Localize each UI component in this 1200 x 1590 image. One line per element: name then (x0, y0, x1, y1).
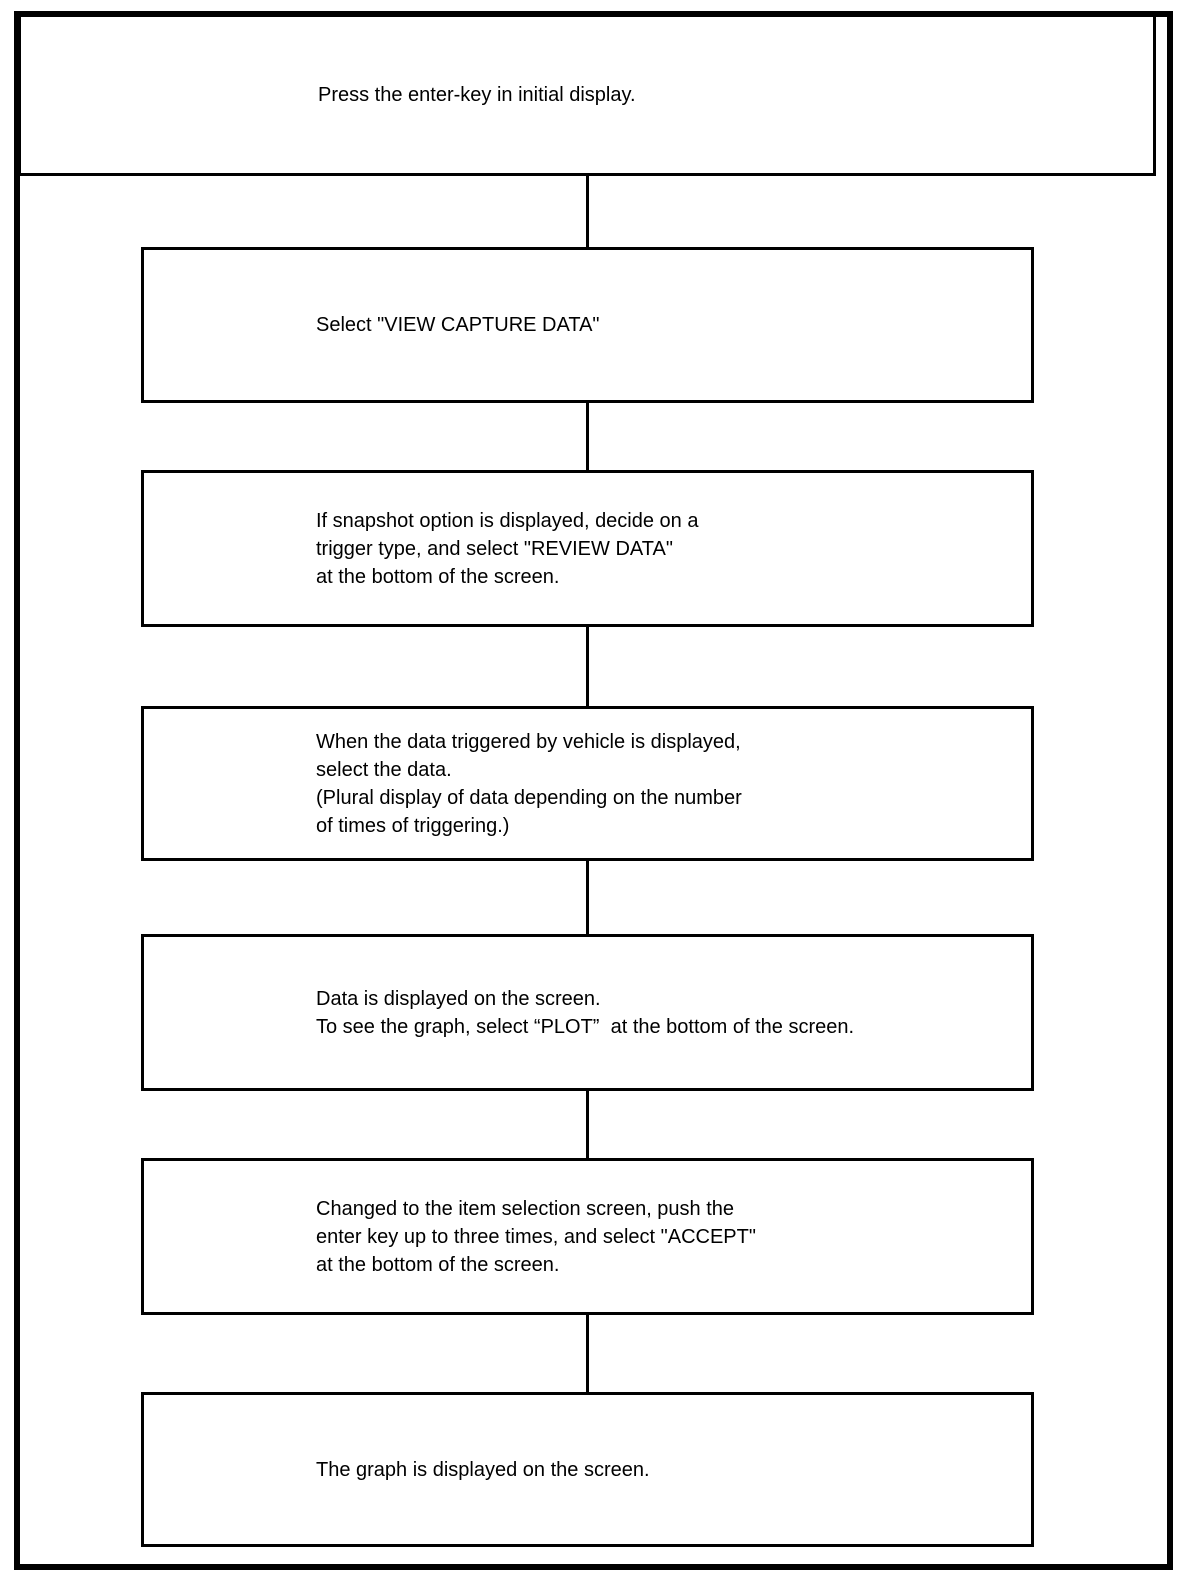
flow-step-text: Press the enter-key in initial display. (318, 84, 636, 106)
connector-line (586, 403, 589, 470)
flow-step-text: Data is displayed on the screen. (316, 987, 601, 1010)
flow-step-select-triggered-data: When the data triggered by vehicle is di… (141, 706, 1034, 861)
connector-line (586, 1091, 589, 1158)
connector-line (586, 861, 589, 934)
flow-step-text: Select "VIEW CAPTURE DATA" (316, 314, 600, 336)
flow-step-text: enter key up to three times, and select … (316, 1225, 756, 1248)
flow-step-graph-displayed: The graph is displayed on the screen. (141, 1392, 1034, 1547)
connector-line (586, 627, 589, 706)
flow-step-text: The graph is displayed on the screen. (316, 1458, 650, 1481)
flow-step-text: at the bottom of the screen. (316, 565, 560, 588)
flow-step-text: If snapshot option is displayed, decide … (316, 509, 699, 532)
flow-step-item-selection-accept: Changed to the item selection screen, pu… (141, 1158, 1034, 1315)
flow-step-press-enter-key: Press the enter-key in initial display. (16, 13, 1156, 176)
flow-step-text: of times of triggering.) (316, 814, 510, 837)
flow-step-select-view-capture-data: Select "VIEW CAPTURE DATA" (141, 247, 1034, 403)
connector-line (586, 1315, 589, 1392)
flow-step-data-displayed-select-plot: Data is displayed on the screen. To see … (141, 934, 1034, 1091)
flow-step-snapshot-option: If snapshot option is displayed, decide … (141, 470, 1034, 627)
flow-step-text: trigger type, and select "REVIEW DATA" (316, 537, 673, 560)
flow-step-text: (Plural display of data depending on the… (316, 786, 742, 809)
flow-step-text: When the data triggered by vehicle is di… (316, 730, 741, 753)
flow-step-text: at the bottom of the screen. (316, 1253, 560, 1276)
flow-step-text: Changed to the item selection screen, pu… (316, 1197, 735, 1220)
flow-step-text: To see the graph, select “PLOT” at the b… (316, 1015, 855, 1038)
connector-line (586, 176, 589, 247)
flow-step-text: select the data. (316, 758, 452, 781)
